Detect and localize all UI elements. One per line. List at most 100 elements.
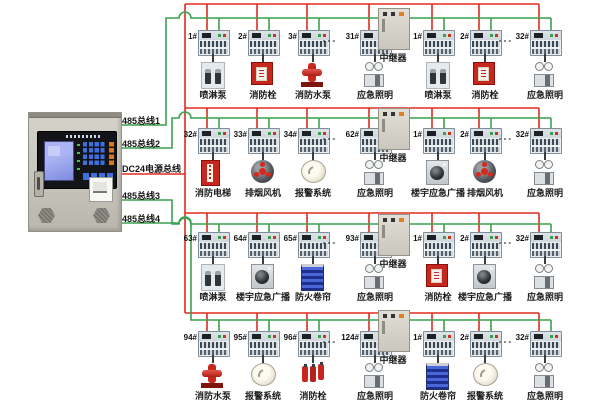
monitor-module-32 [530,30,562,56]
repeater-label: 中继器 [379,259,407,269]
device-label: 消防栓 [299,391,327,400]
module-number: 64# [233,234,247,243]
panel-bottom-keys [83,173,114,180]
module-number: 2# [460,333,469,342]
module-number: 32# [515,130,529,139]
signal-repeater [378,8,410,50]
device-label: 应急照明 [356,292,393,302]
smoke-detector-icon [251,363,276,386]
module-device-connector [374,256,376,264]
monitor-module-2 [470,232,502,258]
device-label: 应急照明 [526,292,563,302]
module-device-connector [544,256,546,264]
module-device-connector [374,152,376,160]
panel-title-text [66,135,102,138]
emergency-light-icon [533,363,555,388]
module-device-connector [262,54,264,62]
emergency-light-icon [533,160,555,185]
monitor-module-32 [530,331,562,357]
fire-elevator-icon [201,160,220,186]
device-label: 楼宇应急广播 [235,292,290,302]
device-label: 排烟风机 [244,188,281,198]
fire-hydrant-icon [301,62,323,87]
module-number: 2# [460,234,469,243]
smoke-detector-icon [301,160,326,183]
module-device-connector [544,355,546,363]
monitor-module-94 [198,331,230,357]
hydrant-cabinet-icon [473,62,495,85]
module-device-connector [212,355,214,363]
monitor-control-cabinet [28,112,122,232]
module-device-connector [437,256,439,264]
device-label: 楼宇应急广播 [457,292,512,302]
signal-repeater [378,108,410,150]
device-label: 消防电梯 [194,188,231,198]
device-label: 喷淋泵 [424,90,452,100]
ellipsis-more-modules: - - - [498,238,512,247]
module-device-connector [312,152,314,160]
panel-keypad [83,142,106,167]
emergency-light-icon [363,160,385,185]
spray-pump-icon [426,62,450,89]
module-device-connector [437,54,439,62]
signal-repeater [378,214,410,256]
device-label: 应急照明 [526,90,563,100]
broadcast-speaker-icon [473,264,496,289]
module-device-connector [212,256,214,264]
device-label: 应急照明 [356,391,393,400]
panel-speaker-grille [93,208,110,223]
module-device-connector [312,256,314,264]
monitor-module-34 [298,128,330,154]
monitor-module-96 [298,331,330,357]
ellipsis-more-modules: - - - [322,134,336,143]
bus-label-485-4: 485总线4 [122,214,161,224]
device-label: 排烟风机 [466,188,503,198]
module-device-connector [484,152,486,160]
wire [120,216,551,321]
wire [120,4,186,313]
module-number: 2# [460,130,469,139]
emergency-light-icon [363,62,385,87]
ellipsis-more-modules: - - - [498,337,512,346]
device-label: 楼宇应急广播 [410,188,465,198]
module-device-connector [374,355,376,363]
module-device-connector [374,54,376,62]
module-device-connector [312,355,314,363]
monitor-module-33 [248,128,280,154]
device-label: 消防水泵 [294,90,331,100]
device-label: 喷淋泵 [199,90,227,100]
module-device-connector [484,54,486,62]
module-number: 34# [283,130,297,139]
monitor-module-2 [248,30,280,56]
fire-hydrant-icon [201,363,223,388]
ellipsis-more-modules: - - - [498,36,512,45]
module-number: 96# [283,333,297,342]
device-label: 报警系统 [466,391,503,400]
device-label: 报警系统 [294,188,331,198]
wire [120,11,551,126]
monitor-module-3 [298,30,330,56]
monitor-module-32 [530,232,562,258]
bus-label-485-2: 485总线2 [122,139,161,149]
module-number: 32# [183,130,197,139]
hydrant-cabinet-icon [251,62,273,85]
module-number: 32# [515,32,529,41]
monitor-module-1 [198,30,230,56]
panel-function-keys [109,142,114,167]
emergency-light-icon [363,363,385,388]
roller-shutter-icon [301,264,324,291]
ellipsis-more-modules: - - - [322,337,336,346]
panel-speaker-grille [38,208,55,223]
panel-printer [89,177,113,202]
broadcast-speaker-icon [426,160,449,185]
module-number: 33# [233,130,247,139]
monitor-module-2 [470,331,502,357]
device-label: 消防栓 [471,90,499,100]
module-number: 32# [515,234,529,243]
monitor-module-2 [470,128,502,154]
monitor-module-32 [530,128,562,154]
module-number: 3# [288,32,297,41]
module-device-connector [212,54,214,62]
module-number: 93# [345,234,359,243]
